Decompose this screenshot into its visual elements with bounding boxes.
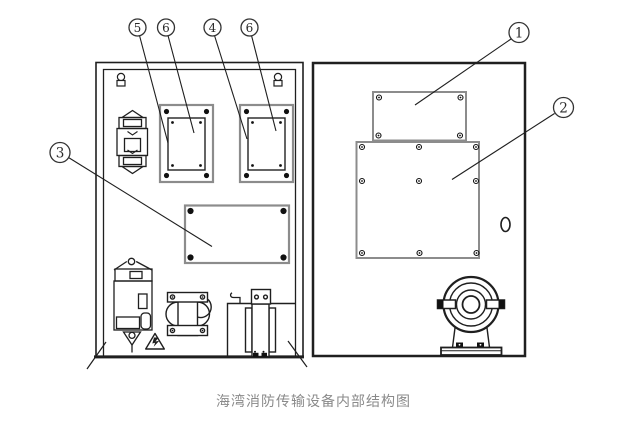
callout-5-label: 5 (134, 21, 142, 35)
screw (163, 172, 170, 179)
hanger-ring-bottom (128, 331, 136, 340)
callout-6a-label: 6 (162, 21, 170, 35)
transformer-bottom-plate (166, 324, 209, 337)
rail-left (244, 307, 253, 353)
lightning-bolt-icon (152, 337, 160, 347)
callout-4: 4 (203, 18, 222, 37)
screw (163, 108, 170, 115)
keyhole-circle (116, 72, 126, 82)
foot (261, 352, 267, 357)
keyhole-circle (273, 72, 283, 82)
callout-6b-label: 6 (246, 21, 254, 35)
screw (283, 172, 290, 179)
corner-weld-mark-left (86, 341, 107, 370)
callout-1: 1 (508, 21, 530, 44)
rail-right (268, 307, 277, 353)
left-cabinet-inner-border (102, 68, 297, 357)
right-cabinet-outline (311, 61, 527, 358)
motor-assembly (436, 275, 506, 356)
screw (243, 172, 250, 179)
keyhole-slot (116, 79, 126, 87)
callout-5: 5 (128, 18, 147, 37)
keyhole-mount-left (116, 72, 126, 87)
callout-bubbles: 5 6 4 6 1 2 3 (49, 18, 575, 164)
transformer-top-plate (166, 291, 209, 303)
hazard-triangle-icon (145, 332, 165, 350)
callout-4-label: 4 (209, 21, 217, 35)
screw (187, 254, 194, 261)
transformer-vertical (244, 288, 277, 358)
screw (203, 108, 210, 115)
pcb-board-2 (355, 141, 480, 259)
callout-leaders (68, 35, 555, 247)
callout-3: 3 (49, 141, 71, 164)
mounting-shelf (226, 292, 296, 357)
callout-1-label: 1 (515, 26, 524, 42)
pcb-board-center (183, 204, 291, 265)
callout-2-label: 2 (559, 101, 568, 117)
body (251, 303, 270, 358)
foot (253, 352, 259, 357)
switch-chevron-down-1 (127, 131, 138, 136)
leader-line-4 (213, 35, 248, 140)
panel-switch (116, 109, 149, 175)
leader-line-5 (138, 35, 169, 144)
pcb-board-top-right (238, 103, 295, 184)
hanger-ring-top (127, 257, 136, 266)
figure-caption: 海湾消防传输设备内部结构图 (216, 394, 411, 410)
leader-line-1 (414, 38, 512, 106)
motor-hub (461, 295, 481, 314)
screw (280, 207, 287, 215)
screw (243, 108, 250, 115)
callout-6a: 6 (156, 18, 176, 37)
screw (203, 172, 210, 179)
screw (283, 108, 290, 115)
top-plate (250, 288, 272, 305)
callout-2: 2 (552, 96, 575, 119)
callout-6b: 6 (240, 18, 259, 37)
leader-line-3 (68, 157, 213, 247)
keyhole-mount-right (273, 72, 283, 87)
leader-line-6b (250, 35, 277, 132)
switch-arrow-up (119, 109, 146, 119)
power-module (113, 257, 153, 353)
cable-hook (229, 292, 241, 304)
pcb-board-1 (372, 91, 467, 142)
switch-arrow-down (119, 165, 146, 175)
corner-weld-mark-right (287, 340, 308, 368)
cabinet-hole (500, 216, 511, 233)
switch-chevron-down-2 (127, 149, 138, 155)
keyhole-slot (273, 79, 283, 87)
leader-line-2 (451, 113, 555, 180)
transformer-ei (165, 291, 212, 337)
leader-line-6a (167, 35, 195, 134)
screw (280, 254, 287, 261)
pcb-board-top-left (158, 103, 215, 184)
callout-3-label: 3 (56, 146, 65, 162)
screw (187, 207, 194, 215)
right-cabinet (311, 61, 527, 358)
winding-arc-left (165, 301, 179, 327)
